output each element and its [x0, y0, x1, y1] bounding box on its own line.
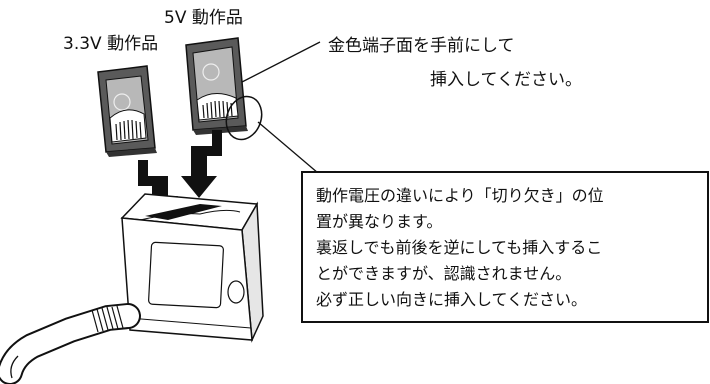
note-line: 動作電圧の違いにより「切り欠き」の位: [316, 186, 604, 205]
card-reader-icon: [120, 193, 264, 343]
highlight-circle: [225, 95, 263, 141]
note-box: 動作電圧の違いにより「切り欠き」の位 置が異なります。 裏返しでも前後を逆にして…: [301, 171, 709, 323]
note-line: 裏返しでも前後を逆にしても挿入するこ: [316, 238, 603, 257]
card-33v-icon: [97, 65, 157, 157]
note-line: とができますが、認識されません。: [316, 264, 572, 283]
card-5v-label: 5V 動作品: [164, 8, 243, 28]
cable-icon: [0, 303, 141, 384]
note-line: 置が異なります。: [316, 212, 443, 231]
note-leader-line: [257, 121, 319, 174]
note-line: 必ず正しい向きに挿入してください。: [316, 290, 588, 309]
card-5v-icon: [185, 37, 248, 135]
instruction-line-2: 挿入してください。: [430, 70, 582, 90]
instruction-line-1: 金色端子面を手前にして: [328, 36, 515, 56]
card-33v-label: 3.3V 動作品: [63, 34, 159, 54]
callout-leader-line: [241, 41, 321, 83]
